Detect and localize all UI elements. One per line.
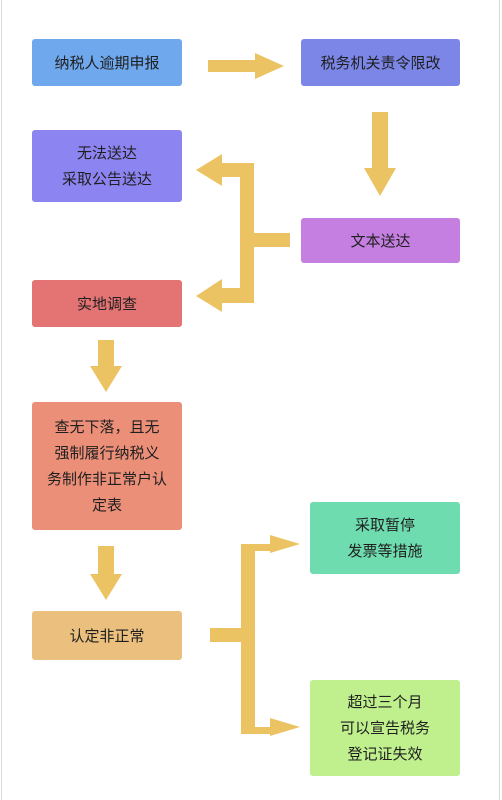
- node-abnormal: 认定非正常: [32, 611, 182, 660]
- arrow-delivery-bracket: [196, 154, 290, 312]
- arrow-investigation-to-notfound: [90, 340, 122, 392]
- arrow-abnormal-bracket: [210, 535, 300, 736]
- node-document-delivery: 文本送达: [301, 218, 460, 263]
- node-not-found: 查无下落，且无 强制履行纳税义 务制作非正常户认 定表: [32, 402, 182, 530]
- arrow-order-to-delivery: [364, 112, 396, 196]
- node-suspend-invoice: 采取暂停 发票等措施: [310, 502, 460, 574]
- right-edge-line: [499, 0, 500, 800]
- left-edge-line: [1, 0, 2, 800]
- node-field-investigation: 实地调查: [32, 280, 182, 327]
- node-late-filing: 纳税人逾期申报: [32, 39, 182, 86]
- arrow-filing-to-order: [208, 53, 284, 79]
- node-registration-invalid: 超过三个月 可以宣告税务 登记证失效: [310, 680, 460, 776]
- node-order-correction: 税务机关责令限改: [301, 39, 460, 86]
- node-cannot-deliver: 无法送达 采取公告送达: [32, 130, 182, 202]
- arrow-notfound-to-abnormal: [90, 546, 122, 600]
